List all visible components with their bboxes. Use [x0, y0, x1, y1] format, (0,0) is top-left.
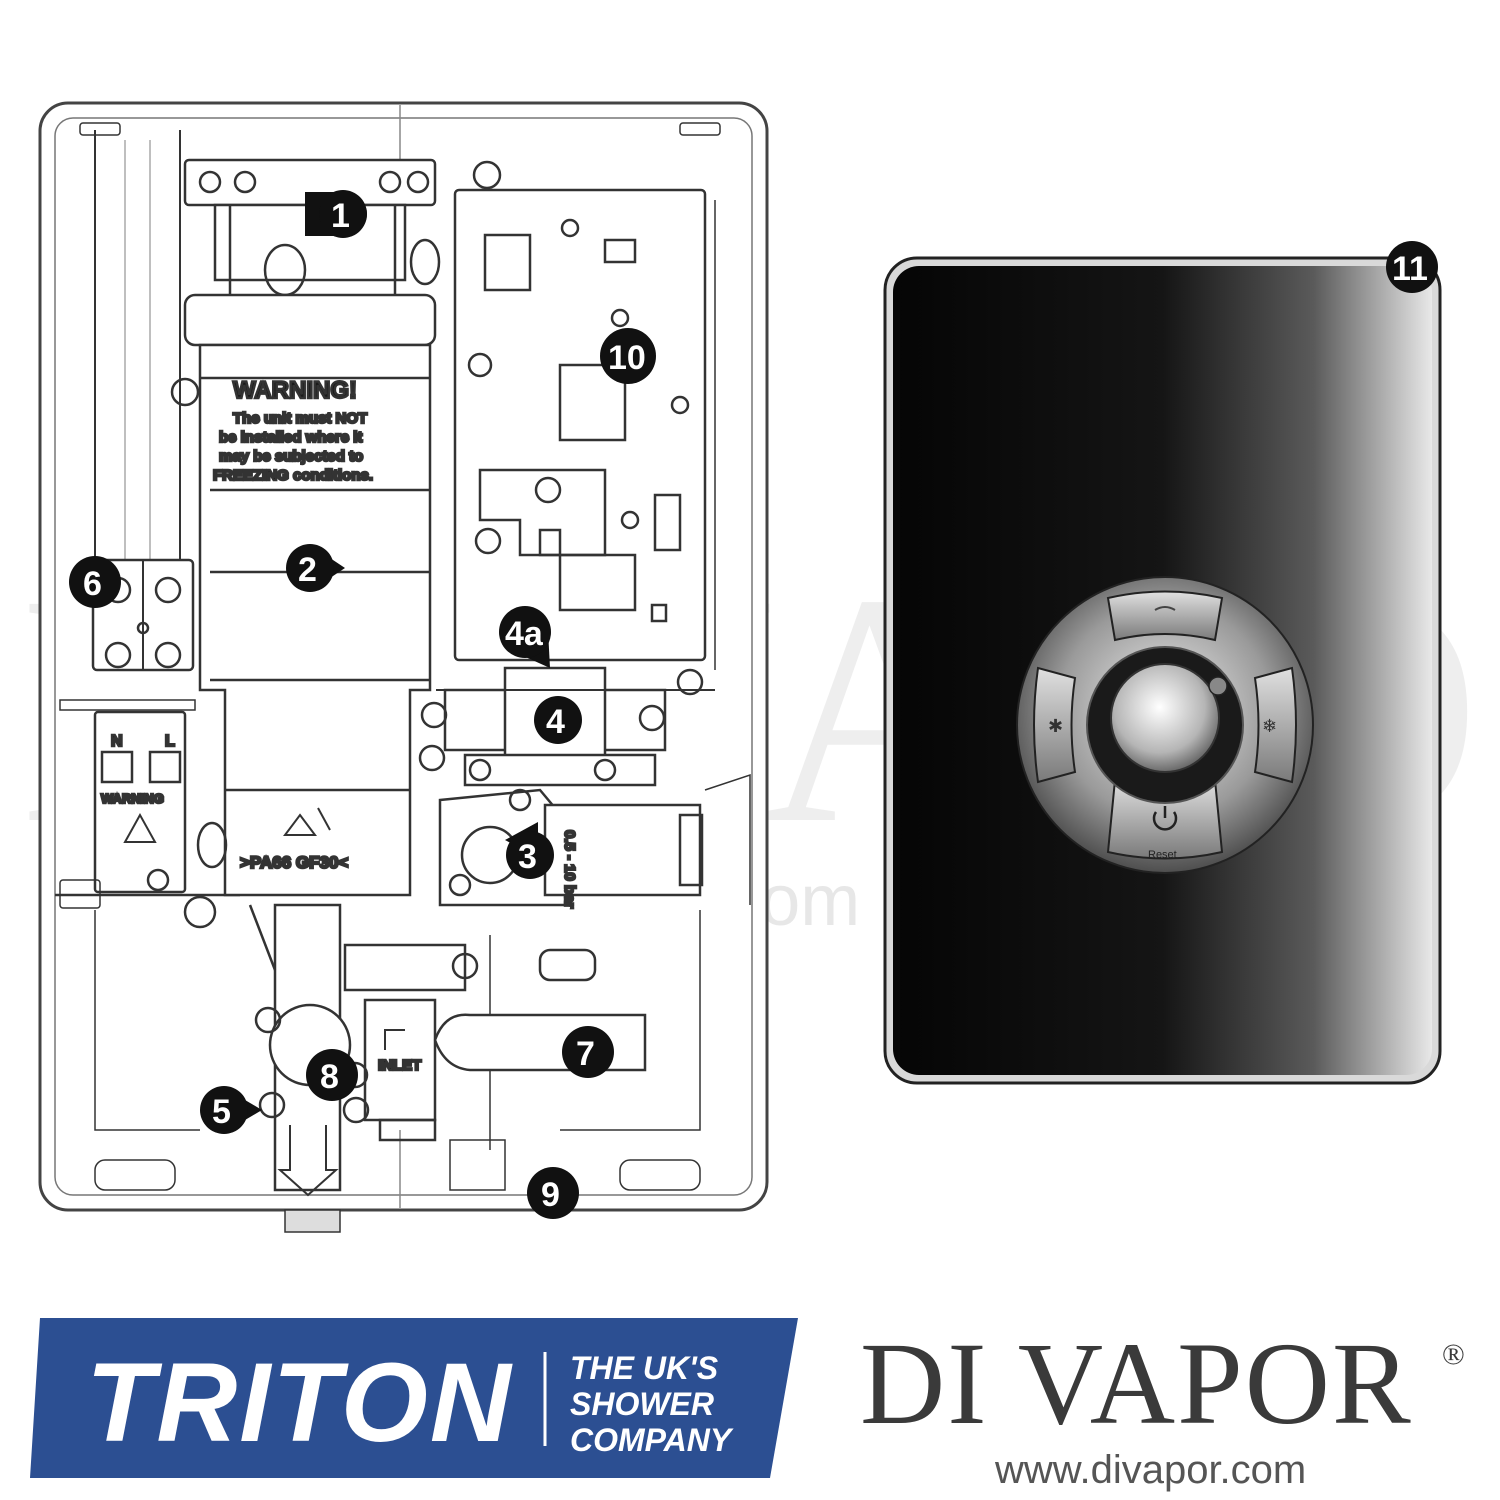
callout-7: 7 [562, 1026, 614, 1078]
flow-icon [1154, 606, 1176, 611]
heater-warning-line4: FREEZING conditions. [213, 467, 373, 484]
triton-tagline-line1: THE UK'S [570, 1350, 719, 1386]
svg-text:10: 10 [608, 339, 646, 377]
callout-6: 6 [69, 556, 121, 608]
terminal-l-label: L [165, 733, 175, 750]
reset-label: Reset [1148, 849, 1177, 861]
divapor-registered: ® [1442, 1338, 1465, 1371]
heater-warning-title: WARNING! [233, 377, 357, 404]
svg-text:1: 1 [331, 197, 350, 235]
heater-warning-line1: The unit must NOT [233, 410, 367, 427]
svg-text:4: 4 [546, 703, 565, 741]
svg-text:8: 8 [320, 1058, 339, 1096]
callout-5: 5 [200, 1086, 262, 1134]
flow-up-button[interactable] [1106, 590, 1224, 642]
triton-banner [30, 1318, 798, 1478]
svg-text:2: 2 [298, 551, 317, 589]
svg-text:11: 11 [1392, 250, 1428, 288]
cold-button[interactable] [1253, 666, 1297, 784]
material-mark: >PA66 GF30< [240, 853, 348, 872]
callout-10: 10 [600, 328, 656, 384]
svg-text:4a: 4a [505, 615, 544, 653]
triton-logo-text: TRITON [86, 1340, 513, 1465]
heater-warning-line2: be installed where it [219, 429, 362, 446]
callout-2: 2 [286, 544, 345, 592]
eco-icon: ✱ [1048, 716, 1063, 736]
callout-11: 11 [1386, 241, 1438, 293]
callout-1: 1 [305, 190, 367, 238]
terminal-warning-label: WARNING [101, 791, 164, 806]
callout-4: 4 [534, 696, 582, 744]
heater-warning-line3: may be subjected to [219, 448, 363, 465]
power-icon [1152, 806, 1178, 831]
triton-tagline-line3: COMPANY [570, 1422, 732, 1458]
divapor-url: www.divapor.com [995, 1448, 1307, 1492]
callout-3: 3 [505, 822, 554, 879]
triton-tagline: THE UK'S SHOWER COMPANY [570, 1350, 731, 1458]
callout-4a: 4a [499, 606, 551, 668]
recycle-icon [283, 807, 331, 836]
triton-tagline-line2: SHOWER [570, 1386, 714, 1422]
inlet-label: INLET [378, 1057, 421, 1074]
unit-internals: N L WARNING WARNING! The unit must N [38, 101, 769, 1233]
control-dial: Reset ✱ ❄ [1016, 576, 1314, 874]
svg-text:3: 3 [518, 838, 537, 876]
callout-9: 9 [527, 1167, 579, 1219]
callout-8: 8 [306, 1049, 358, 1101]
warning-triangle-icon [123, 812, 157, 843]
cold-icon: ❄ [1262, 716, 1277, 736]
front-cover: Reset ✱ ❄ 11 [883, 241, 1442, 1085]
eco-button[interactable] [1033, 666, 1077, 784]
temperature-knob[interactable] [1110, 663, 1220, 773]
terminal-n-label: N [111, 733, 123, 750]
svg-text:7: 7 [576, 1035, 595, 1073]
svg-text:9: 9 [541, 1176, 560, 1214]
svg-text:6: 6 [83, 565, 102, 603]
svg-text:5: 5 [212, 1093, 231, 1131]
pressure-label: 0.5 - 10 bar [561, 830, 578, 909]
divapor-logo-text: DI VAPOR [860, 1318, 1413, 1449]
